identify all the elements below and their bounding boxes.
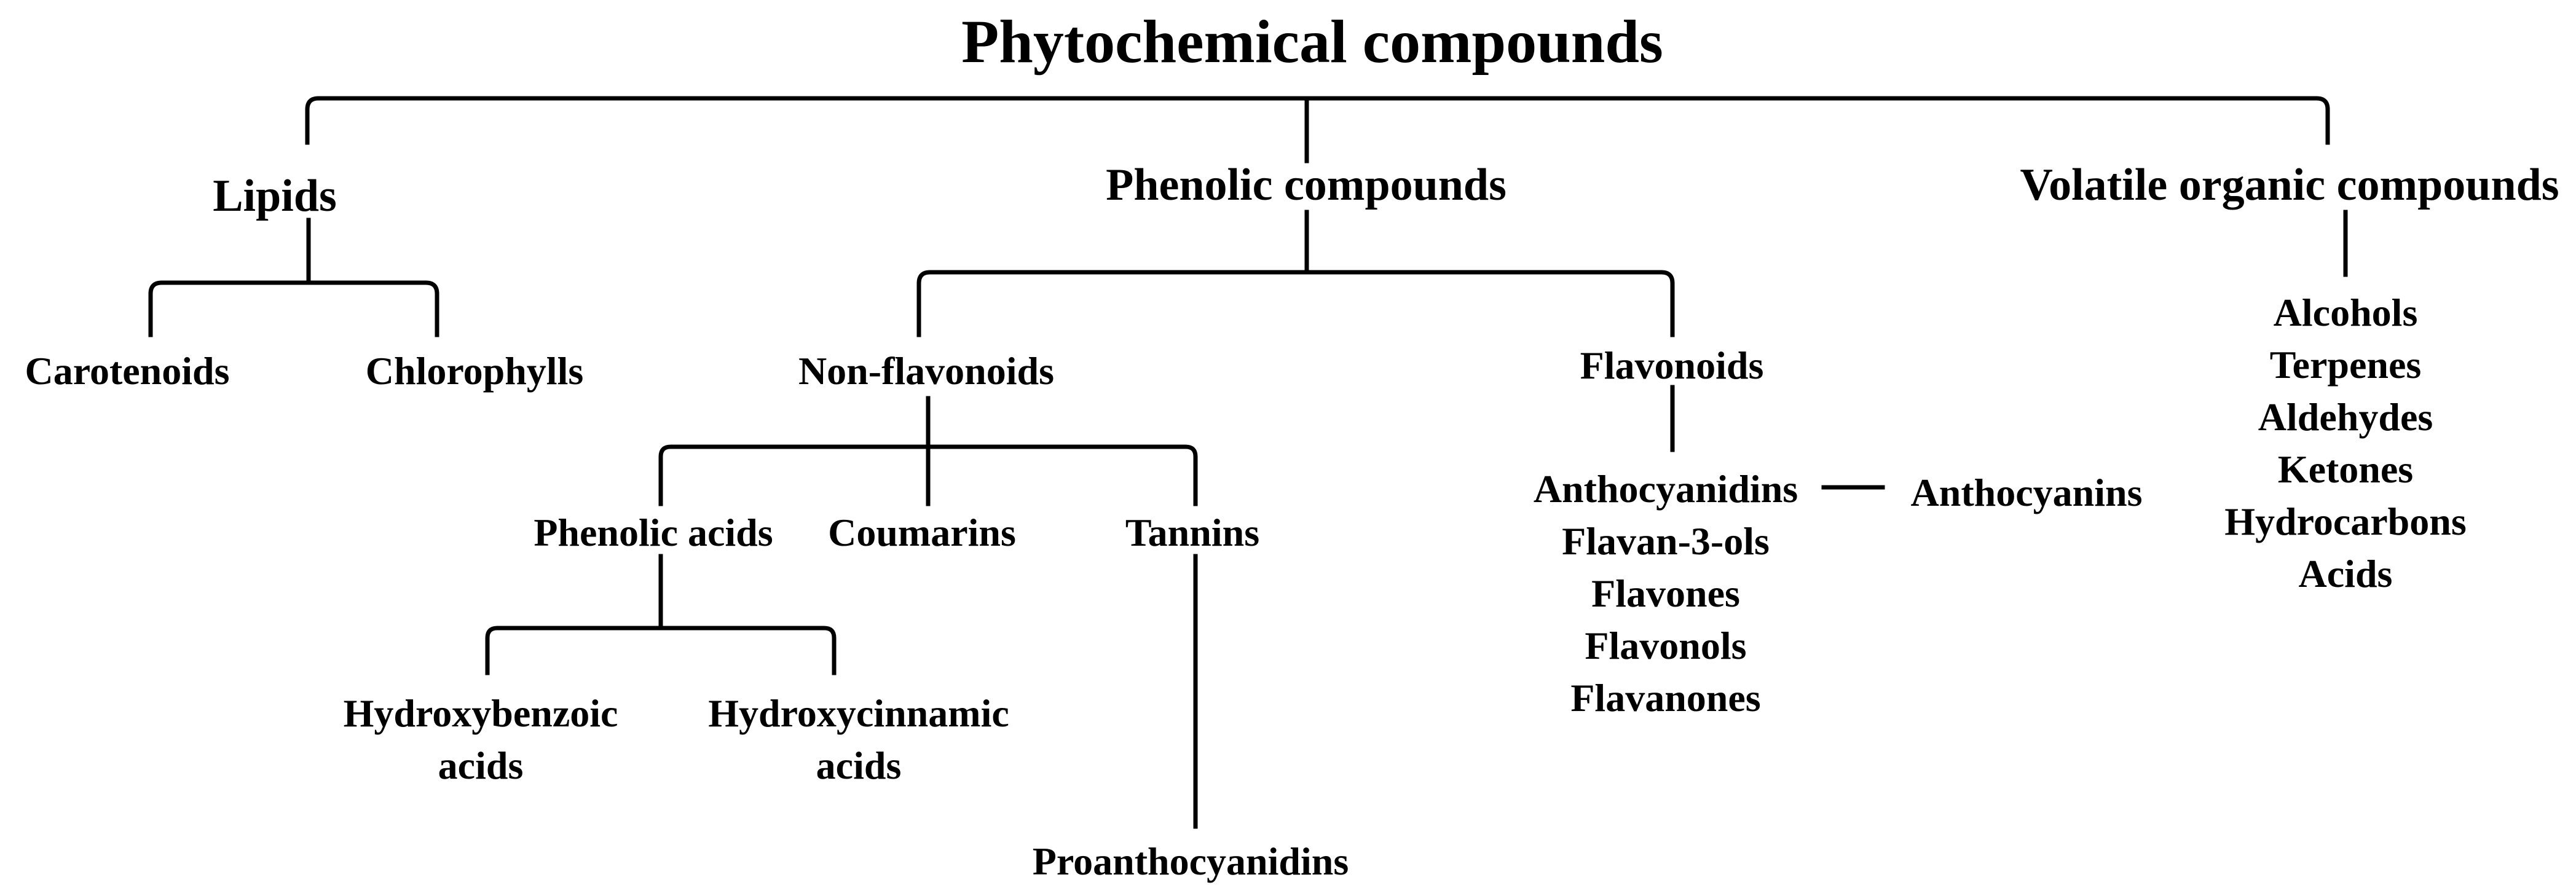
node-proanthocyanidins: Proanthocyanidins (1032, 839, 1349, 883)
node-flavan-3-ols: Flavan-3-ols (1562, 519, 1770, 563)
connector-non-flavonoids (658, 396, 1198, 506)
node-alcohols: Alcohols (2273, 291, 2418, 334)
node-phenolic-acids: Phenolic acids (534, 511, 773, 554)
flavonoid-subclass-list: Anthocyanidins Flavan-3-ols Flavones Fla… (1534, 463, 1798, 724)
node-phenolic-compounds: Phenolic compounds (1106, 160, 1507, 210)
connector-lipids (148, 218, 439, 337)
node-hydroxybenzoic-acids: Hydroxybenzoic acids (344, 687, 618, 792)
connector-root (305, 96, 2330, 163)
node-hydroxybenzoic-line2: acids (438, 744, 524, 787)
node-anthocyanins: Anthocyanins (1910, 471, 2143, 514)
connector-phenolic-acids (485, 554, 837, 675)
node-volatile-organic-compounds: Volatile organic compounds (2020, 160, 2559, 210)
node-anthocyanidins: Anthocyanidins (1533, 467, 1798, 511)
node-ketones: Ketones (2277, 447, 2414, 491)
node-hydrocarbons: Hydrocarbons (2224, 500, 2467, 543)
node-hydroxycinnamic-acids: Hydroxycinnamic acids (708, 687, 1009, 792)
node-lipids: Lipids (213, 171, 337, 221)
node-carotenoids: Carotenoids (25, 349, 230, 393)
volatile-compound-list: Alcohols Terpenes Aldehydes Ketones Hydr… (2224, 286, 2467, 600)
node-acids: Acids (2298, 552, 2393, 595)
node-flavones: Flavones (1591, 572, 1740, 615)
node-flavonoids: Flavonoids (1580, 344, 1764, 387)
page-title: Phytochemical compounds (961, 7, 1663, 76)
node-non-flavonoids: Non-flavonoids (798, 349, 1055, 393)
connector-phenolic (916, 210, 1675, 337)
node-hydroxybenzoic-line1: Hydroxybenzoic (343, 691, 618, 735)
node-terpenes: Terpenes (2269, 343, 2422, 387)
node-flavanones: Flavanones (1570, 676, 1761, 720)
node-chlorophylls: Chlorophylls (365, 349, 584, 393)
node-flavonols: Flavonols (1585, 624, 1747, 667)
node-aldehydes: Aldehydes (2258, 395, 2433, 439)
node-hydroxycinnamic-line2: acids (816, 744, 902, 787)
node-tannins: Tannins (1125, 511, 1260, 554)
node-hydroxycinnamic-line1: Hydroxycinnamic (708, 691, 1009, 735)
node-coumarins: Coumarins (828, 511, 1016, 554)
